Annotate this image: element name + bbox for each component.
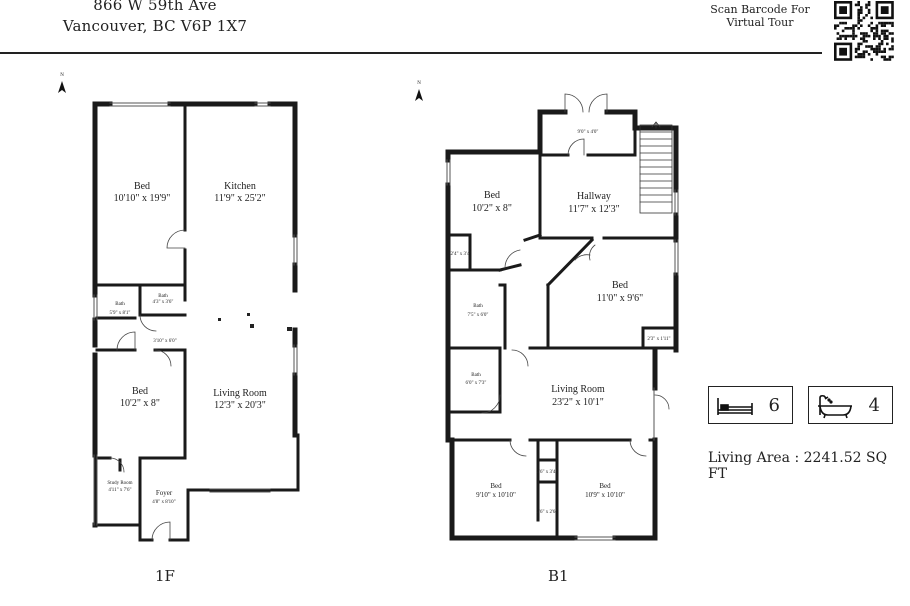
room-dims: 2'6" x 3'4" [537,470,558,475]
room-dims: 9'10" x 10'10" [476,491,516,499]
room-dims: 10'9" x 10'10" [585,491,625,499]
room-dims: 5'9" x 8'1" [110,311,131,316]
bathroom-count: 4 [868,395,880,416]
room-name: Bed [132,386,148,397]
north-arrow-icon [58,81,66,93]
compass-1f: N [58,73,66,93]
room-dims: 10'2" x 8" [120,398,160,409]
room-dims: 11'7" x 12'3" [568,204,619,215]
north-arrow-icon [415,89,423,101]
bed-icon [717,398,753,415]
header: 866 W 59th Ave Vancouver, BC V6P 1X7 Sca… [0,0,910,62]
room-name: Kitchen [224,181,256,192]
floor-b1-labels: 9'0" x 4'0" Bed 10'2" x 8" Hallway 11'7"… [451,130,671,515]
north-label: N [60,73,64,78]
room-dims: 23'2" x 10'1" [552,397,604,408]
room-dims: 11'0" x 9'6" [597,293,643,304]
floor-name-b1: B1 [548,567,569,585]
bathtub-icon [818,394,852,419]
room-name: Bath [115,302,125,307]
room-name: Hallway [577,191,611,202]
floor-1f-plan [92,101,300,542]
north-label: N [417,81,421,86]
room-name: Living Room [551,384,605,395]
address-line-2: Vancouver, BC V6P 1X7 [62,17,248,35]
address-line-1: 866 W 59th Ave [93,0,217,14]
bedroom-count-box: 6 [708,386,793,424]
bedroom-count: 6 [768,395,780,416]
scan-text-2: Virtual Tour [726,16,794,29]
room-name: Bath [473,304,483,309]
room-name: Bed [490,482,502,490]
room-dims: 4'11" x 7'6" [108,488,131,493]
qr-code[interactable] [830,0,902,62]
floor-name-1f: 1F [155,567,175,585]
room-name: Bed [612,280,628,291]
header-divider [0,52,822,54]
room-dims: 4'8" x 8'10" [152,500,175,505]
room-dims: 2'4" x 3'4" [451,252,472,257]
room-dims: 4'3" x 3'6" [153,300,174,305]
room-dims: 9'0" x 4'0" [578,130,599,135]
room-dims: 2'6" x 2'6" [537,510,558,515]
room-dims: 6'0" x 7'3" [466,381,487,386]
room-dims: 2'3" x 1'11" [647,337,670,342]
bathroom-count-box: 4 [808,386,893,424]
room-dims: 3'10" x 6'0" [153,339,176,344]
room-name: Bed [484,190,500,201]
room-dims: 12'3" x 20'3" [214,400,266,411]
room-dims: 10'2" x 8" [472,203,512,214]
room-name: Bath [471,373,481,378]
compass-b1: N [415,81,423,101]
scan-text-1: Scan Barcode For [710,3,810,16]
room-dims: 7'5" x 6'0" [468,313,489,318]
floor-1f-labels: Bed 10'10" x 19'9" Kitchen 11'9" x 25'2"… [107,181,267,505]
room-name: Study Room [107,481,132,486]
room-name: Bed [134,181,150,192]
room-name: Bed [599,482,611,490]
floor-b1-plan [445,93,679,541]
living-area: Living Area : 2241.52 SQ FT [708,450,888,482]
room-name: Living Room [213,388,267,399]
room-name: Foyer [156,489,173,497]
room-dims: 10'10" x 19'9" [114,193,171,204]
room-dims: 11'9" x 25'2" [214,193,265,204]
property-stats: 6 4 [708,386,898,436]
room-name: Bath [158,294,168,299]
